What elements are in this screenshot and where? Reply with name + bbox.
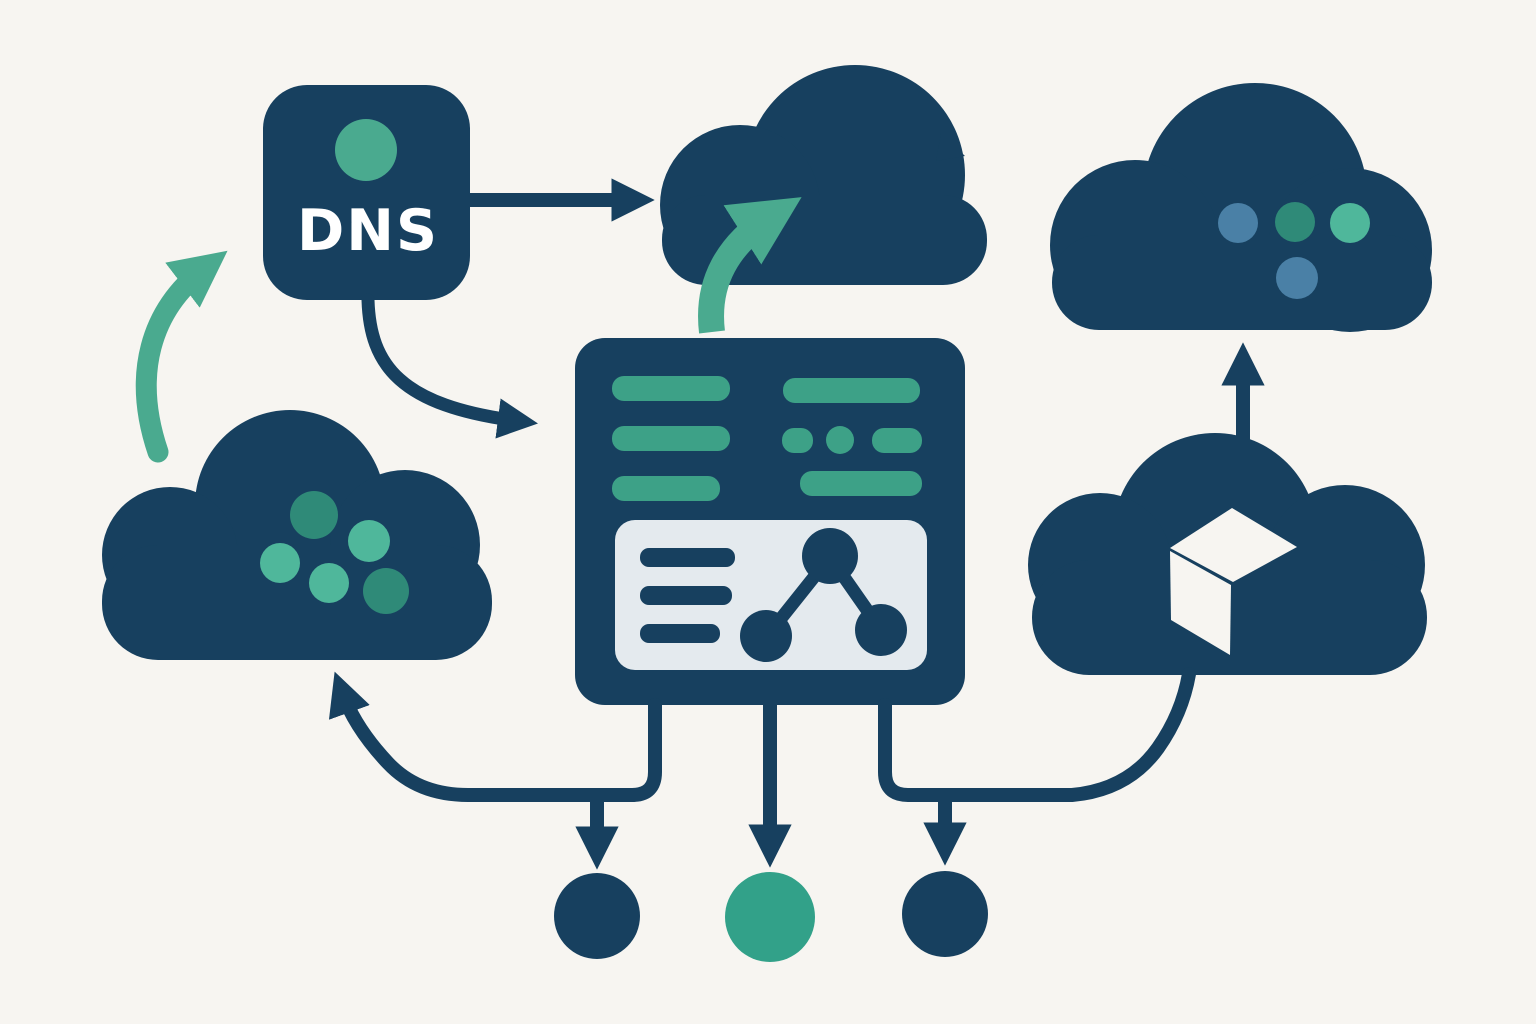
cloud-top-center-icon	[660, 65, 987, 334]
data-bar	[612, 376, 730, 401]
data-dot	[826, 426, 854, 454]
dns-server-box-icon: DNS	[263, 85, 470, 300]
teal-dot-icon	[309, 563, 349, 603]
blue-dot-icon	[1218, 203, 1258, 243]
data-bar	[872, 428, 922, 453]
green-dot-icon	[1275, 202, 1315, 242]
data-bar	[782, 428, 813, 453]
green-dot-icon	[290, 491, 338, 539]
blue-dot-icon	[1276, 257, 1318, 299]
data-bar	[800, 471, 922, 496]
arrow-panel-loop-to-left-cloud-icon	[328, 671, 662, 802]
endpoint-circle-dark	[554, 873, 640, 959]
teal-dot-icon	[1330, 203, 1370, 243]
text-line	[640, 548, 735, 567]
green-curved-arrow-to-dns-icon	[135, 250, 228, 463]
teal-dot-icon	[348, 520, 390, 562]
teal-dot-icon	[260, 543, 300, 583]
green-up-right-arrow-icon	[698, 197, 802, 334]
cloud-notch-sliver	[936, 133, 965, 161]
green-dot-indicator-icon	[335, 119, 397, 181]
text-line	[640, 624, 720, 643]
network-nodes-icon	[740, 528, 907, 662]
connector-right-cloud-to-bottom-icon	[878, 667, 1196, 802]
cloud-top-right-icon	[1050, 83, 1432, 332]
server-panel-icon	[575, 338, 965, 705]
arrow-dns-to-panel-icon	[361, 293, 538, 439]
data-bar	[612, 426, 730, 451]
cloud-left-icon	[102, 410, 492, 660]
data-bar	[612, 476, 720, 501]
dns-label: DNS	[297, 198, 439, 264]
data-bar	[783, 378, 920, 403]
inner-screen	[615, 520, 927, 670]
endpoint-circle-dark	[902, 871, 988, 957]
text-line	[640, 586, 732, 605]
endpoint-circle-green	[725, 872, 815, 962]
cloud-right-icon	[1028, 433, 1427, 675]
package-cube-icon	[1170, 508, 1297, 655]
green-dot-icon	[363, 568, 409, 614]
